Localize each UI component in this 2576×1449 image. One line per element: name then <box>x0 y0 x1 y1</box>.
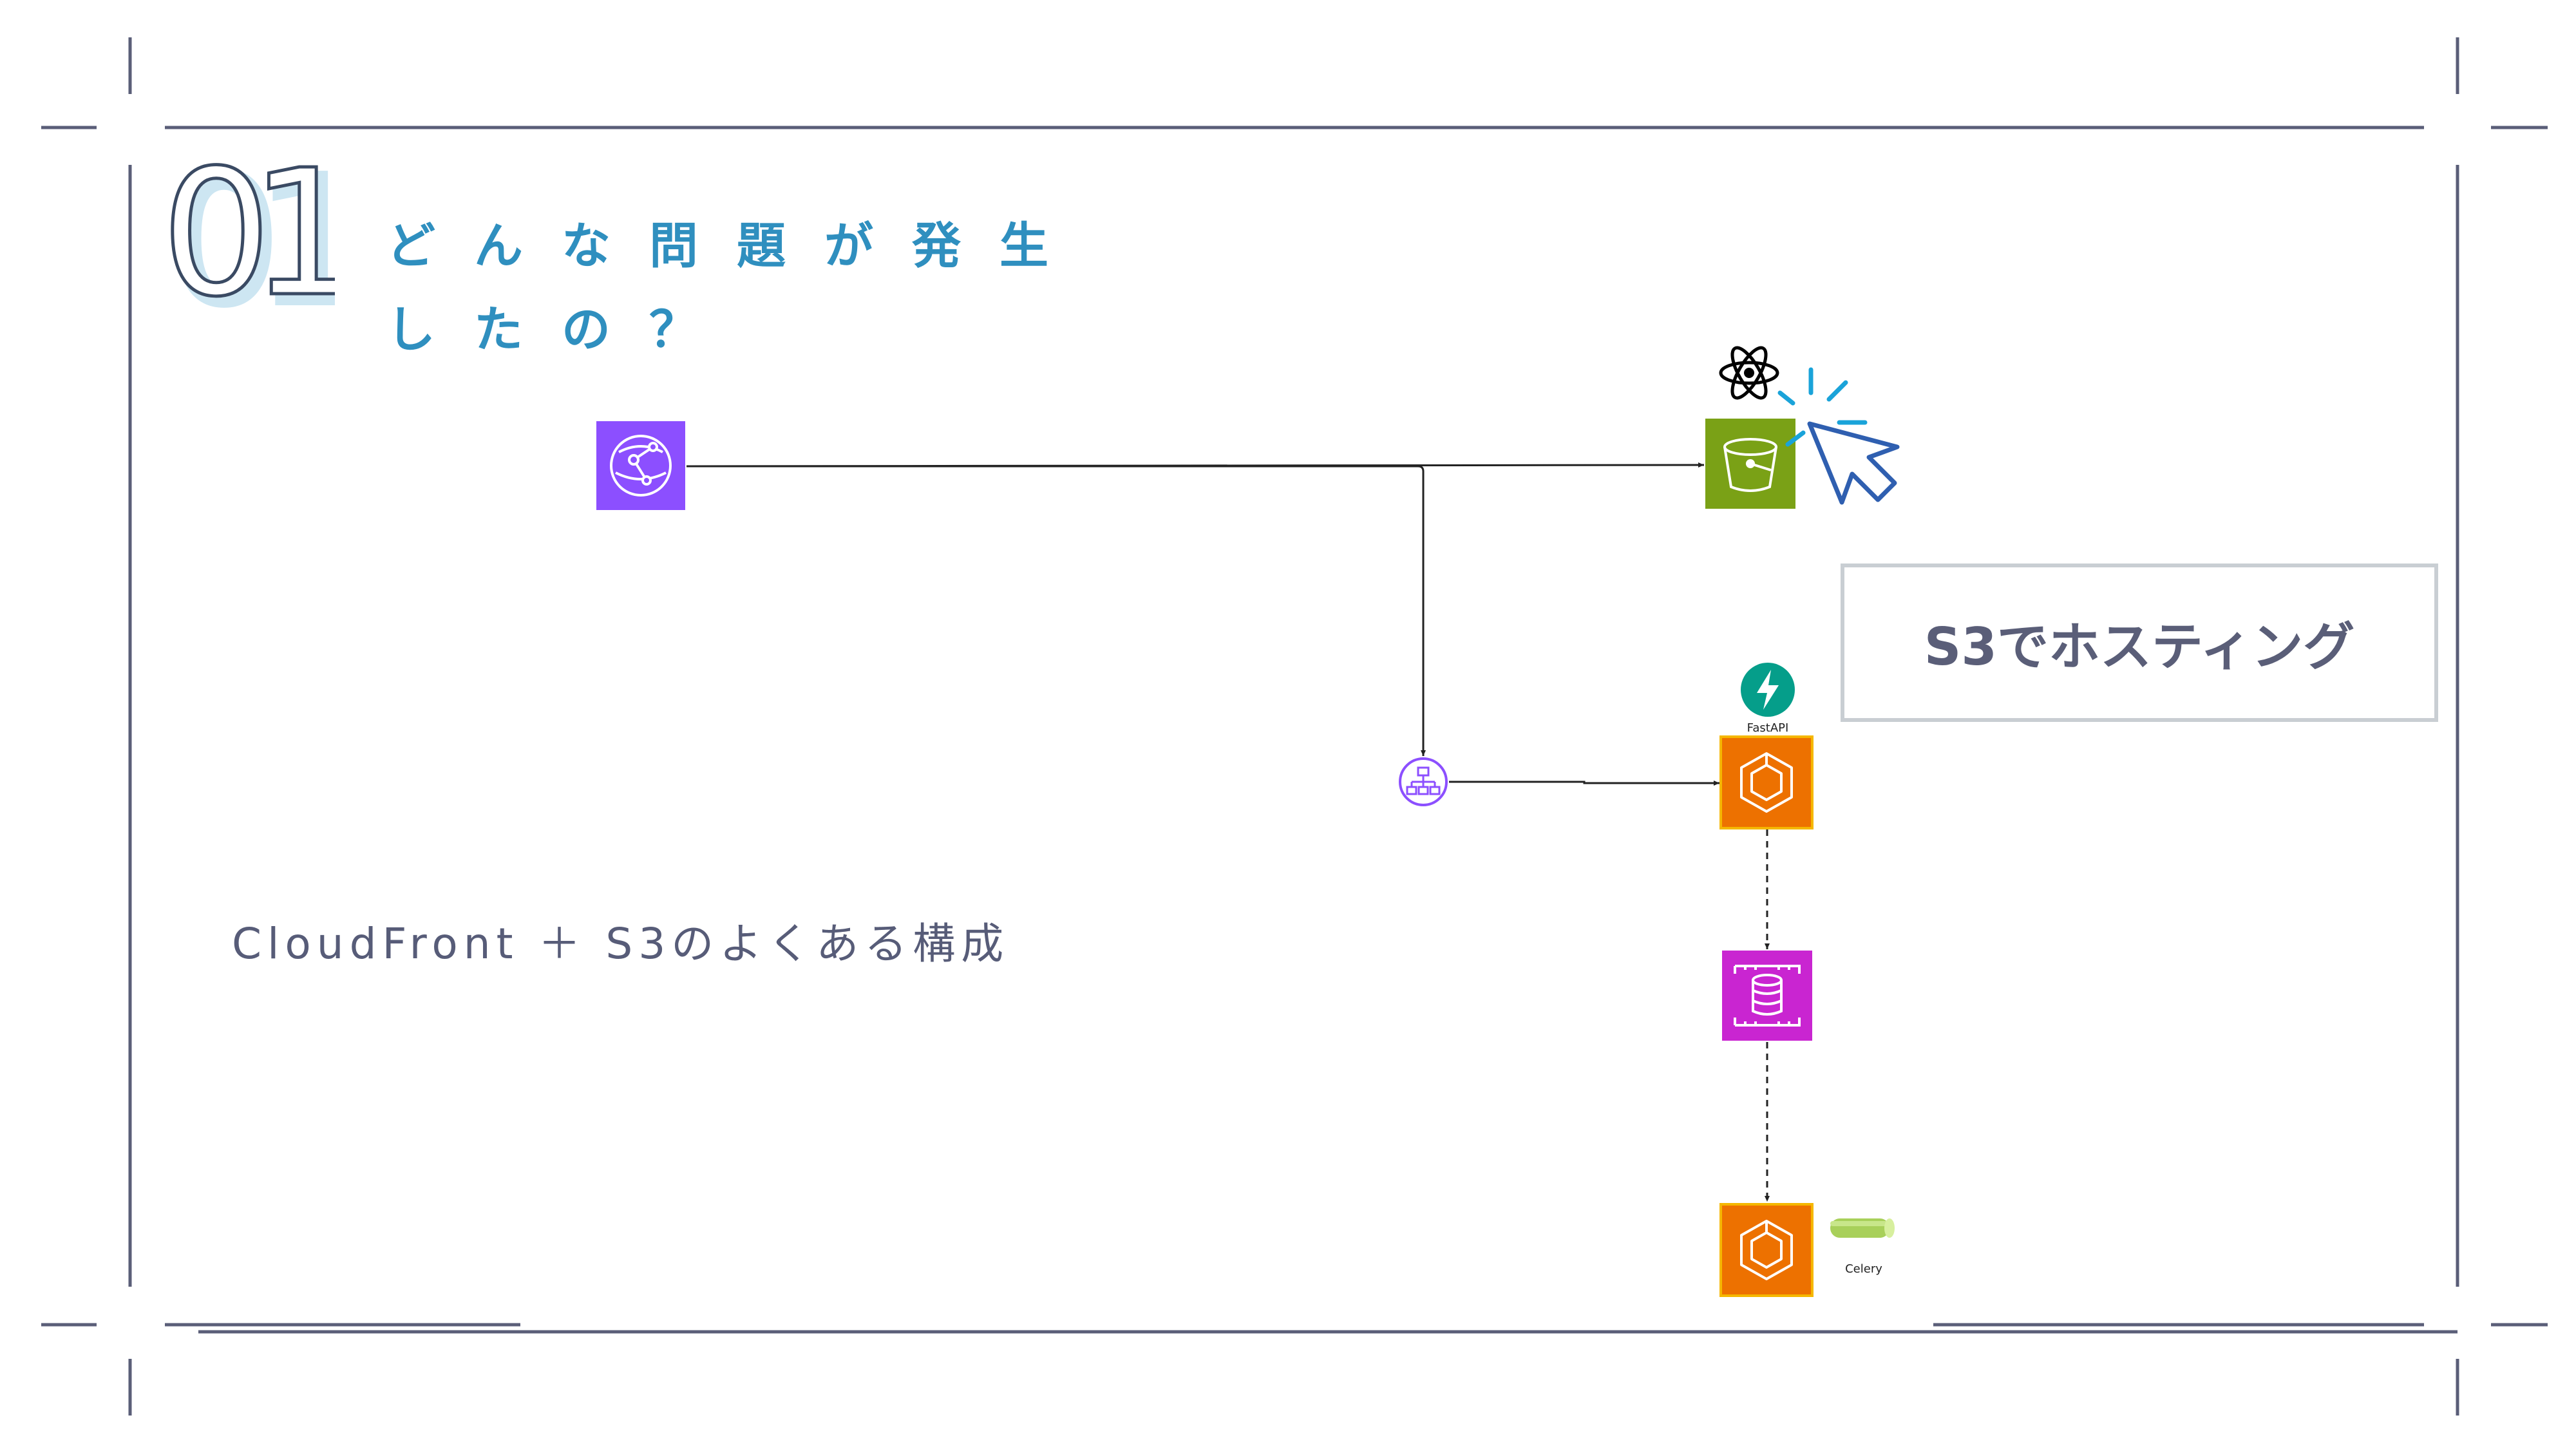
svg-text:01: 01 <box>169 155 335 316</box>
slide-number: 01 01 <box>160 155 336 316</box>
hosting-callout: S3でホスティング <box>1841 564 2438 722</box>
celery-icon <box>1830 1218 1895 1238</box>
fastapi-icon <box>1741 663 1795 717</box>
cloudfront-icon[interactable] <box>596 421 685 510</box>
slide-subtitle: CloudFront ＋ S3のよくある構成 <box>232 919 1010 969</box>
svg-text:FastAPI: FastAPI <box>1747 721 1789 735</box>
database-icon[interactable] <box>1722 951 1812 1041</box>
ecs-api-icon[interactable] <box>1719 735 1814 829</box>
ecs-worker-icon[interactable] <box>1719 1203 1814 1297</box>
slide-title-line-2: したの？ <box>386 301 737 358</box>
fastapi-label: FastAPI <box>1747 721 1789 735</box>
react-icon <box>1719 346 1779 400</box>
slide-title-line-1: どんな問題が発生 <box>386 217 1087 274</box>
s3-bucket-icon[interactable] <box>1705 419 1795 509</box>
svg-text:Celery: Celery <box>1845 1262 1882 1276</box>
svg-text:01: 01 <box>161 155 335 316</box>
click-cursor-icon <box>1777 367 1900 505</box>
load-balancer-icon[interactable] <box>1397 756 1449 808</box>
celery-label: Celery <box>1845 1262 1882 1276</box>
edge-alb-ecs <box>1449 781 1719 786</box>
edge-cloudfront-alb <box>687 465 1426 756</box>
hosting-callout-label: S3でホスティング <box>1924 617 2355 677</box>
